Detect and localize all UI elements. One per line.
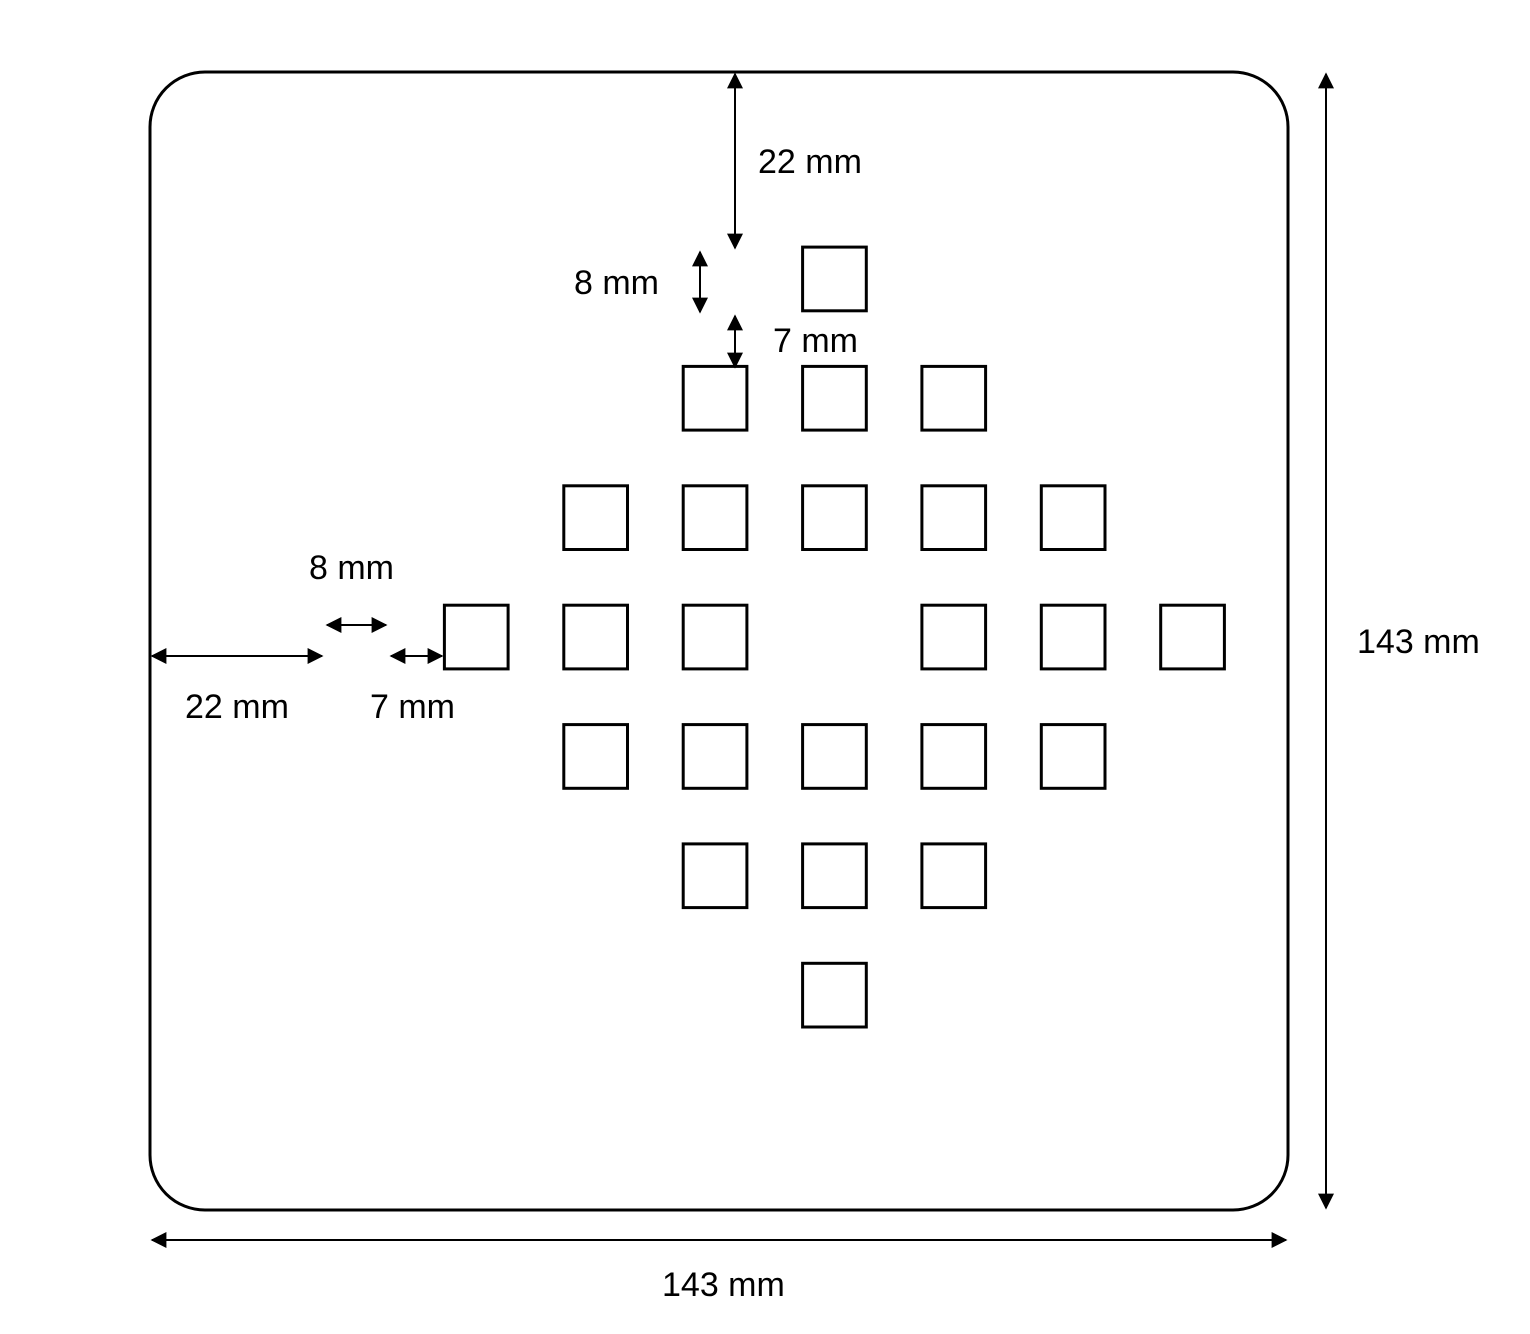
plate-width-label: 143 mm	[662, 1266, 785, 1304]
square-opening	[1039, 484, 1107, 551]
square-opening	[920, 723, 988, 790]
square-opening	[442, 603, 510, 671]
plate-height-label: 143 mm	[1357, 623, 1480, 661]
top-margin-label: 22 mm	[758, 143, 862, 181]
square-opening	[801, 484, 868, 551]
square-opening	[681, 484, 749, 551]
square-opening	[920, 484, 988, 551]
plate-outline	[148, 70, 1290, 1212]
vertical-gap-label: 7 mm	[773, 322, 858, 360]
square-opening	[1039, 723, 1107, 790]
square-opening	[920, 842, 988, 910]
square-opening	[801, 364, 868, 432]
square-opening	[920, 603, 988, 671]
square-opening	[681, 364, 749, 432]
square-opening	[801, 245, 868, 313]
square-opening	[801, 961, 868, 1029]
square-opening	[801, 842, 868, 910]
square-grid	[442, 245, 1226, 1029]
square-opening	[1039, 603, 1107, 671]
square-opening	[562, 723, 629, 790]
square-width-label: 8 mm	[309, 549, 394, 587]
square-opening	[562, 484, 629, 551]
square-opening	[920, 364, 988, 432]
square-opening	[562, 603, 629, 671]
square-opening	[681, 603, 749, 671]
square-opening	[681, 723, 749, 790]
horizontal-gap-label: 7 mm	[370, 688, 455, 726]
square-opening	[681, 842, 749, 910]
square-opening	[1159, 603, 1226, 671]
square-height-label: 8 mm	[574, 264, 659, 302]
left-margin-label: 22 mm	[185, 688, 289, 726]
square-opening	[801, 723, 868, 790]
